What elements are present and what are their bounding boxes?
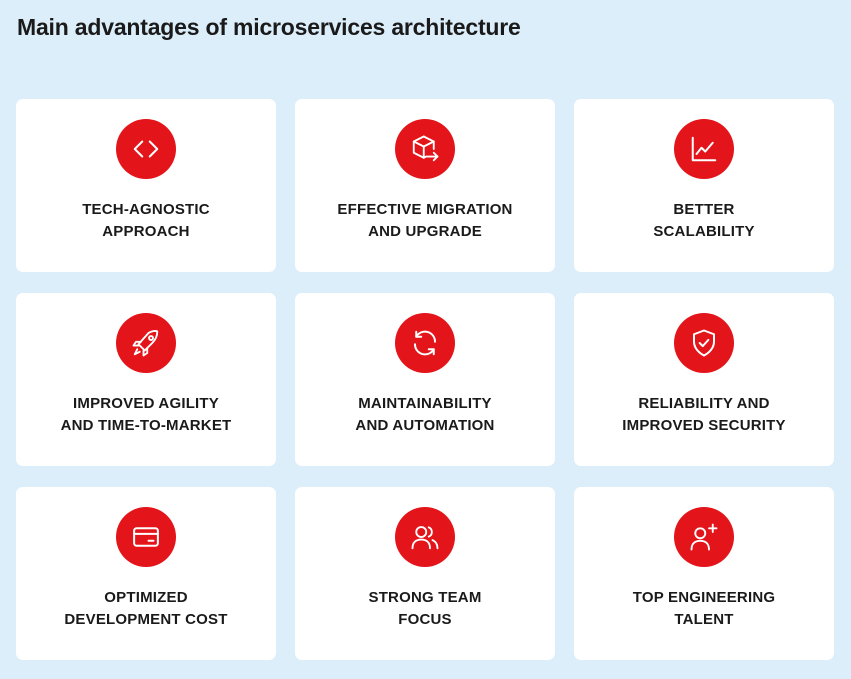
box-arrow-icon: [395, 119, 455, 179]
credit-card-icon: [116, 507, 176, 567]
shield-check-icon: [674, 313, 734, 373]
rocket-icon: [116, 313, 176, 373]
team-icon: [395, 507, 455, 567]
code-brackets-icon: [116, 119, 176, 179]
line-chart-icon: [674, 119, 734, 179]
refresh-icon: [395, 313, 455, 373]
user-plus-icon: [674, 507, 734, 567]
page-title: Main advantages of microservices archite…: [17, 14, 521, 40]
